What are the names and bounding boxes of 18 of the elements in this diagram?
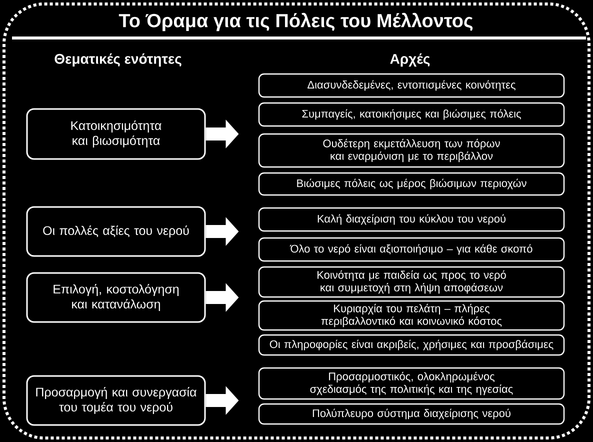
theme-box: Κατοικησιμότητα και βιωσιμότητα <box>26 108 206 160</box>
principle-box: Καλή διαχείριση του κύκλου του νερού <box>258 207 565 232</box>
principle-box: Προσαρμοστικός, ολοκληρωμένος σχεδιασμός της πολιτικής και της ηγεσίας <box>258 367 565 400</box>
theme-box: Οι πολλές αξίες του νερού <box>26 206 206 257</box>
principle-box: Βιώσιμες πόλεις ως μέρος βιώσιμων περιοχών <box>258 172 565 196</box>
column-heading: Θεματικές ενότητες <box>54 53 182 67</box>
principle-box: Διασυνδεδεμένες, εντοπισμένες κοινότητες <box>258 73 565 98</box>
principle-box: Κυριαρχία του πελάτη – πλήρες περιβαλλοντικό και κοινωνικό κόστος <box>258 300 565 331</box>
theme-box: Επιλογή, κοστολόγηση και κατανάλωση <box>26 272 206 323</box>
principle-box: Κοινότητα με παιδεία ως προς το νερό και συμμετοχή στη λήψη αποφάσεων <box>258 266 565 298</box>
column-heading: Αρχές <box>390 53 430 67</box>
principle-box: Ουδέτερη εκμετάλλευση των πόρων και εναρμόνιση με το περιβάλλον <box>258 133 565 168</box>
theme-box: Προσαρμογή και συνεργασία του τομέα του νερού <box>26 375 206 426</box>
principle-box: Όλο το νερό είναι αξιοποιήσιμο – για κάθε σκοπό <box>258 237 565 262</box>
principle-box: Οι πληροφορίες είναι ακριβείς, χρήσιμες και προσβάσιμες <box>258 334 565 356</box>
title: Το Όραμα για τις Πόλεις του Μέλλοντος <box>118 12 473 32</box>
principle-box: Πολύπλευρο σύστημα διαχείρισης νερού <box>258 403 565 425</box>
principle-box: Συμπαγείς, κατοικήσιμες και βιώσιμες πόλεις <box>258 102 565 127</box>
